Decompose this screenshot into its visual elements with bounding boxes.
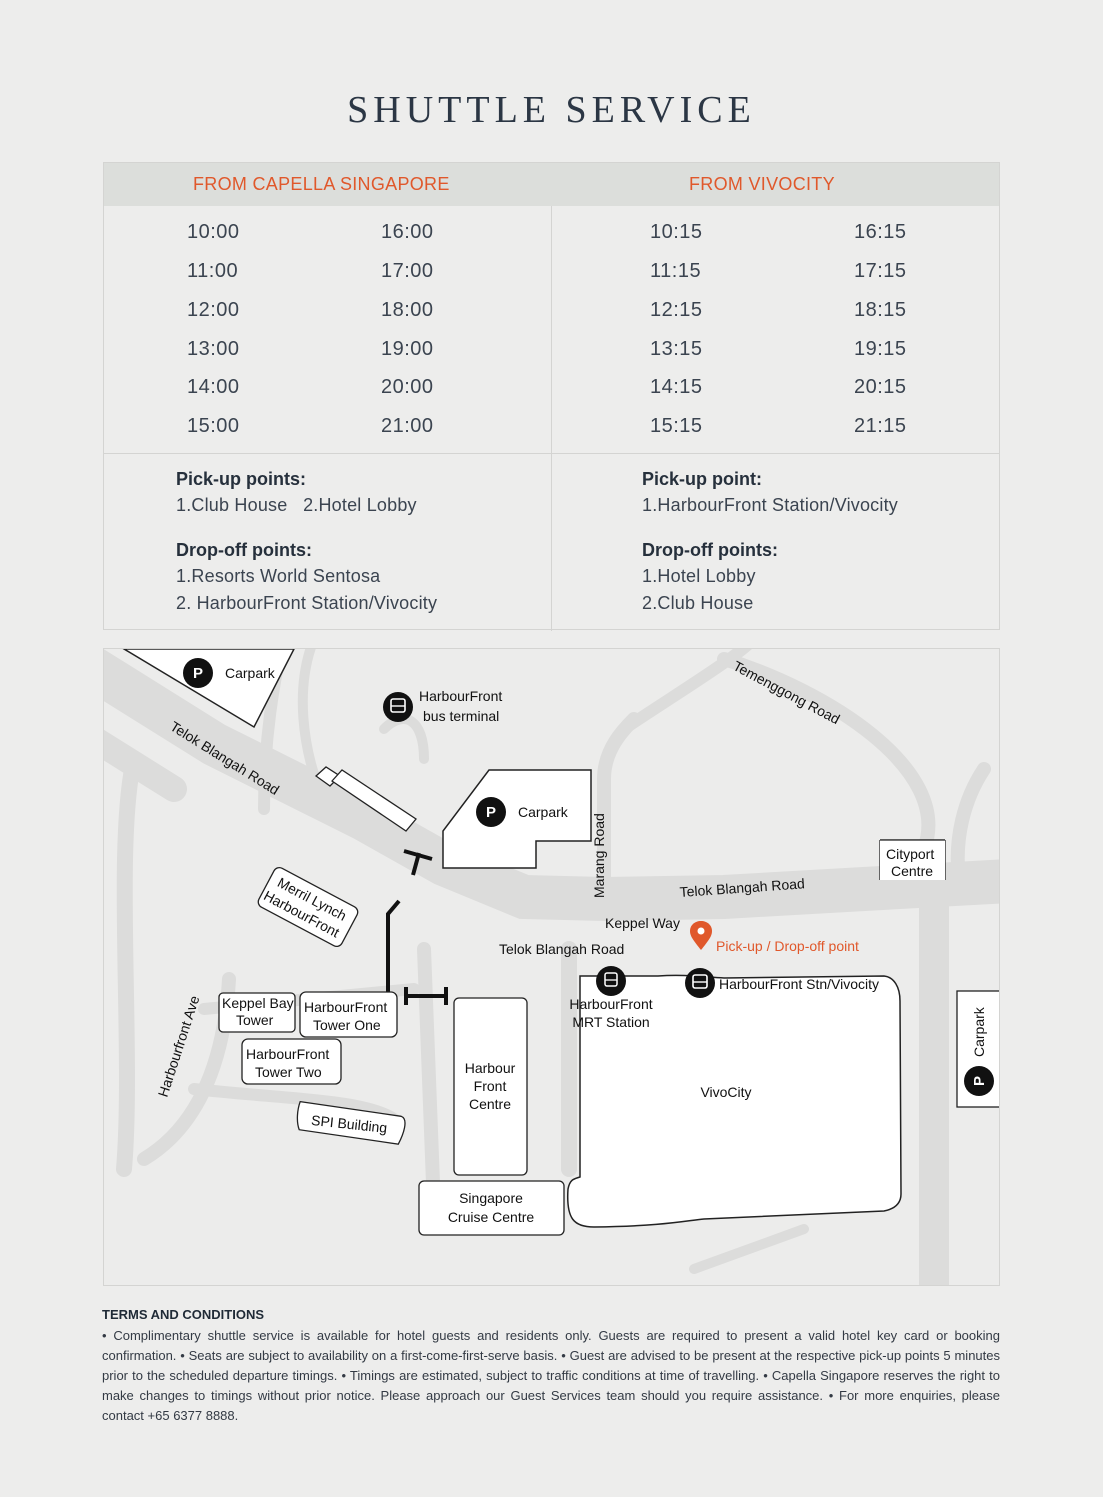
keppel-bay-label: Tower: [236, 1012, 274, 1028]
column-divider: [551, 206, 552, 631]
bus-icon: [383, 692, 413, 722]
bus-icon: [685, 968, 715, 998]
road-label-temenggong: Temenggong Road: [731, 658, 843, 728]
tower-one-label: Tower One: [313, 1017, 381, 1033]
carpark-label: Carpark: [518, 804, 569, 820]
cityport-label: Centre: [891, 863, 933, 879]
time-cell: 15:00: [187, 415, 240, 437]
harbourfront-tower-two: [241, 1038, 342, 1085]
time-cell: 20:00: [381, 376, 434, 398]
pickup-line: 1.Club House 2.Hotel Lobby: [176, 495, 417, 515]
tower-two-label: Tower Two: [255, 1064, 322, 1080]
tower-two-label: HarbourFront: [246, 1046, 329, 1062]
road-label-marang: Marang Road: [591, 813, 607, 898]
page-title: SHUTTLE SERVICE: [347, 89, 756, 131]
singapore-cruise-centre: [418, 1180, 565, 1236]
time-cell: 13:15: [650, 338, 703, 360]
parking-icon: [183, 658, 213, 688]
time-cell: 16:15: [854, 221, 907, 243]
time-cell: 21:15: [854, 415, 907, 437]
parking-symbol: P: [486, 804, 496, 821]
time-cell: 16:00: [381, 221, 434, 243]
train-icon: [596, 966, 626, 996]
schedule-table: FROM CAPELLA SINGAPORE FROM VIVOCITY 10:…: [103, 162, 1000, 631]
parking-icon: [476, 797, 506, 827]
bus-terminal-label: HarbourFront: [419, 688, 502, 704]
cruise-label: Cruise Centre: [448, 1209, 535, 1225]
pickup-heading: Pick-up point:: [642, 469, 762, 489]
dropoff-line: 2.Club House: [642, 593, 754, 613]
time-cell: 12:15: [650, 299, 703, 321]
pickup-label: Pick-up / Drop-off point: [716, 938, 859, 954]
hfc-label: Centre: [469, 1096, 511, 1112]
harbourfront-tower-one: [299, 991, 398, 1038]
pickup-line: 1.HarbourFront Station/Vivocity: [642, 495, 898, 515]
carpark-label: Carpark: [225, 665, 276, 681]
harbourfront-centre: [453, 997, 528, 1176]
map-drawing: P Carpark HarbourFront bus terminal Telo…: [104, 649, 999, 1285]
time-cell: 13:00: [187, 338, 240, 360]
row-divider: [104, 453, 999, 454]
dropoff-heading: Drop-off points:: [176, 540, 312, 560]
schedule-header: FROM CAPELLA SINGAPORE FROM VIVOCITY: [104, 163, 999, 206]
dropoff-line: 2. HarbourFront Station/Vivocity: [176, 593, 438, 613]
location-pin-icon: [690, 921, 712, 950]
time-cell: 15:15: [650, 415, 703, 437]
stn-label: HarbourFront Stn/Vivocity: [719, 976, 879, 992]
carpark-top-left: [122, 649, 295, 729]
bus-terminal-label: bus terminal: [423, 708, 499, 724]
time-cell: 21:00: [381, 415, 434, 437]
dropoff-heading: Drop-off points:: [642, 540, 778, 560]
merril-lynch-building: [257, 866, 359, 948]
tower-one-label: HarbourFront: [304, 999, 387, 1015]
vivocity-label: VivoCity: [700, 1084, 751, 1100]
parking-symbol: P: [193, 665, 203, 682]
time-cell: 17:15: [854, 260, 907, 282]
time-cell: 19:15: [854, 338, 907, 360]
time-cell: 17:00: [381, 260, 434, 282]
dropoff-line: 1.Resorts World Sentosa: [176, 566, 381, 586]
header-from-vivocity: FROM VIVOCITY: [689, 174, 835, 194]
cruise-label: Singapore: [459, 1190, 523, 1206]
time-cell: 14:15: [650, 376, 703, 398]
time-cell: 10:00: [187, 221, 240, 243]
keppel-bay-tower: [218, 992, 296, 1033]
terms-heading: TERMS AND CONDITIONS: [102, 1307, 265, 1322]
keppel-bay-label: Keppel Bay: [222, 995, 294, 1011]
time-cell: 12:00: [187, 299, 240, 321]
hfc-label: Front: [474, 1078, 507, 1094]
spi-building: [296, 1100, 406, 1145]
road-label-harbourfront-ave: Harbourfront Ave: [155, 993, 203, 1099]
pickup-heading: Pick-up points:: [176, 469, 306, 489]
spi-label: SPI Building: [310, 1112, 388, 1136]
carpark-label: Carpark: [971, 1006, 987, 1057]
mrt-label: MRT Station: [572, 1014, 649, 1030]
parking-icon: [964, 1066, 994, 1096]
mrt-label: HarbourFront: [569, 996, 652, 1012]
hfc-label: Harbour: [465, 1060, 516, 1076]
header-from-capella: FROM CAPELLA SINGAPORE: [193, 174, 450, 194]
parking-symbol: P: [971, 1076, 988, 1086]
carpark-centre: [442, 769, 592, 869]
time-cell: 10:15: [650, 221, 703, 243]
time-cell: 18:15: [854, 299, 907, 321]
cityport-label: Cityport: [886, 846, 934, 862]
road-label-telok-blangah-3: Telok Blangah Road: [499, 941, 624, 957]
road-label-keppel: Keppel Way: [605, 915, 680, 931]
time-cell: 14:00: [187, 376, 240, 398]
vivocity-building: [566, 974, 902, 1228]
terms-text: • Complimentary shuttle service is avail…: [102, 1328, 1000, 1423]
time-cell: 18:00: [381, 299, 434, 321]
time-cell: 11:15: [650, 260, 702, 282]
location-map: P Carpark HarbourFront bus terminal Telo…: [103, 648, 1000, 1286]
time-cell: 11:00: [187, 260, 239, 282]
walkway-marker: [404, 987, 448, 1005]
time-cell: 19:00: [381, 338, 434, 360]
dropoff-line: 1.Hotel Lobby: [642, 566, 756, 586]
time-cell: 20:15: [854, 376, 907, 398]
